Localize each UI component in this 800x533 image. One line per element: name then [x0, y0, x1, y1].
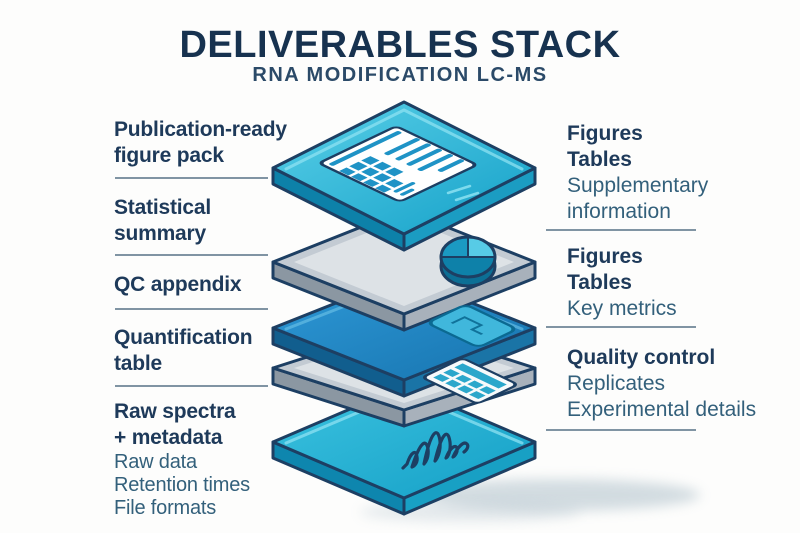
label-line: summary	[114, 222, 206, 245]
sub-label: File formats	[114, 497, 217, 519]
group-line: Tables	[567, 148, 632, 171]
sub-label: Retention times	[114, 474, 250, 496]
group-line: Figures	[567, 245, 643, 268]
chart-card-icon	[428, 305, 516, 347]
label-line: QC appendix	[114, 273, 242, 296]
sub-label: Raw data	[114, 451, 197, 473]
left-label-raw-spectra: Raw spectra + metadata Raw data Retentio…	[114, 399, 314, 520]
label-line: table	[114, 352, 163, 375]
left-divider-2	[115, 254, 268, 256]
pie-chart-icon	[439, 235, 497, 288]
table-card-icon	[423, 358, 517, 404]
group-subline: Replicates	[567, 372, 666, 395]
spectrum-squiggle-icon	[401, 431, 470, 470]
left-label-statistical-summary: Statistical summary	[114, 195, 314, 247]
group-line: Quality control	[567, 346, 716, 369]
left-label-quantification-table: Quantification table	[114, 325, 314, 377]
group-subline: Experimental details	[567, 398, 757, 421]
group-line: Figures	[567, 122, 643, 145]
label-line: + metadata	[114, 426, 223, 449]
label-line: Quantification	[114, 326, 253, 349]
left-label-figure-pack: Publication-ready figure pack	[114, 117, 314, 169]
label-line: Statistical	[114, 196, 212, 219]
right-divider-3	[546, 429, 696, 431]
label-line: figure pack	[114, 144, 224, 167]
left-divider-3	[115, 308, 268, 310]
label-line: Raw spectra	[114, 400, 236, 423]
group-line: Tables	[567, 271, 632, 294]
label-line: Publication-ready	[114, 118, 287, 141]
right-divider-1	[546, 229, 696, 231]
right-group-figures-key-metrics: Figures Tables Key metrics	[567, 244, 762, 322]
group-subline: Supplementary information	[567, 174, 709, 223]
page-subtitle: RNA MODIFICATION LC-MS	[252, 64, 548, 86]
left-divider-1	[115, 177, 268, 179]
right-group-figures-supplementary: Figures Tables Supplementary information	[567, 121, 762, 225]
page-title: DELIVERABLES STACK	[179, 24, 621, 66]
left-divider-4	[115, 385, 268, 387]
right-group-quality-control: Quality control Replicates Experimental …	[567, 345, 762, 423]
group-subline: Key metrics	[567, 297, 677, 320]
right-divider-2	[546, 326, 696, 328]
document-figure-icon	[319, 126, 477, 202]
layer-raw-spectra	[271, 384, 537, 516]
left-label-qc-appendix: QC appendix	[114, 272, 314, 298]
raw-spectra-sublist: Raw data Retention times File formats	[114, 451, 314, 520]
